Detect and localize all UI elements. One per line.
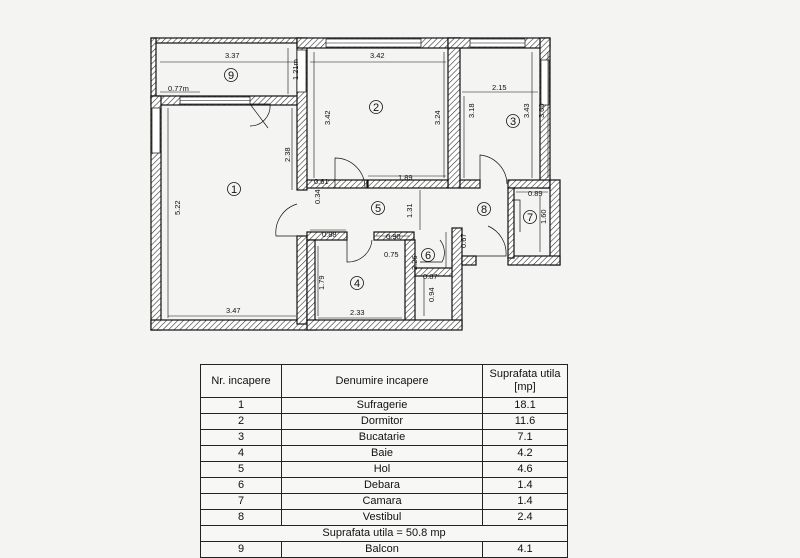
cell-nr: 4	[200, 445, 282, 462]
dim-label: 2.38	[283, 147, 292, 162]
cell-area: 18.1	[482, 397, 568, 414]
dim-label: 2.15	[492, 83, 507, 92]
header-room-number: Nr. incapere	[200, 364, 282, 398]
cell-name: Debara	[281, 477, 483, 494]
room-number-1: 1	[231, 184, 237, 196]
table-row: 8 Vestibul 2.4	[200, 509, 568, 526]
dim-label: 3.37	[225, 51, 240, 60]
dim-label: 3.42	[323, 110, 332, 125]
cell-name: Balcon	[281, 541, 483, 558]
dim-label: 3.42	[370, 51, 385, 60]
dim-label: 2.33	[350, 308, 365, 317]
room-number-3: 3	[510, 116, 516, 128]
dim-label: 0.67	[459, 233, 468, 248]
dim-label: 0.88	[322, 230, 337, 239]
cell-nr: 5	[200, 461, 282, 478]
dim-label: 3.24	[433, 110, 442, 125]
cell-nr: 9	[200, 541, 282, 558]
dim-label: 1.79	[317, 275, 326, 290]
room-number-7: 7	[527, 212, 533, 224]
room-number-5: 5	[375, 203, 381, 215]
table-row: 9 Balcon 4.1	[200, 541, 568, 558]
dim-label: 1.89	[398, 173, 413, 182]
table-header-row: Nr. incapere Denumire incapere Suprafata…	[200, 364, 568, 398]
dim-label: 0.90	[386, 232, 401, 241]
total-area: Suprafata utila = 50.8 mp	[200, 525, 568, 542]
cell-area: 4.6	[482, 461, 568, 478]
cell-area: 1.4	[482, 493, 568, 510]
table-row: 6 Debara 1.4	[200, 477, 568, 494]
cell-name: Bucatarie	[281, 429, 483, 446]
cell-name: Hol	[281, 461, 483, 478]
header-room-area: Suprafata utila [mp]	[482, 364, 568, 398]
dim-label: 1.31	[405, 203, 414, 218]
cell-area: 7.1	[482, 429, 568, 446]
cell-nr: 1	[200, 397, 282, 414]
cell-area: 1.4	[482, 477, 568, 494]
dim-label: 0.34	[313, 189, 322, 204]
table-row: 1 Sufragerie 18.1	[200, 397, 568, 414]
dim-label: 2.26	[410, 255, 419, 270]
dim-label: 5.22	[173, 200, 182, 215]
cell-name: Dormitor	[281, 413, 483, 430]
dim-label: 3.47	[226, 306, 241, 315]
table-row: 3 Bucatarie 7.1	[200, 429, 568, 446]
floor-plan: 3.37 1.21m 0.77m 3.42 3.42 3.24 2.15 3.1…	[150, 37, 561, 331]
room-number-6: 6	[425, 250, 431, 262]
table-row: 7 Camara 1.4	[200, 493, 568, 510]
dim-label: 0.94	[427, 287, 436, 302]
dim-label: 0.77m	[168, 84, 189, 93]
cell-name: Camara	[281, 493, 483, 510]
dim-label: 1.60	[539, 209, 548, 224]
room-numbers: 1 2 3 4 5 6 7 8 9	[224, 68, 537, 290]
cell-area: 4.2	[482, 445, 568, 462]
dim-label: 3.00	[537, 103, 546, 118]
room-number-9: 9	[228, 70, 234, 82]
cell-name: Baie	[281, 445, 483, 462]
room-number-4: 4	[354, 278, 360, 290]
header-room-name: Denumire incapere	[281, 364, 483, 398]
dimension-labels: 3.37 1.21m 0.77m 3.42 3.42 3.24 2.15 3.1…	[168, 51, 548, 317]
windows	[151, 38, 550, 154]
dim-label: 0.75	[384, 250, 399, 259]
cell-area: 2.4	[482, 509, 568, 526]
cell-nr: 8	[200, 509, 282, 526]
dimension-lines	[160, 48, 549, 319]
table-row: 5 Hol 4.6	[200, 461, 568, 478]
room-number-8: 8	[481, 204, 487, 216]
dim-label: 3.18	[467, 103, 476, 118]
dim-label: 0.87	[423, 272, 438, 281]
total-row: Suprafata utila = 50.8 mp	[200, 525, 568, 542]
dim-label: 1.21m	[291, 59, 300, 80]
table-row: 4 Baie 4.2	[200, 445, 568, 462]
cell-area: 11.6	[482, 413, 568, 430]
cell-nr: 6	[200, 477, 282, 494]
cell-nr: 3	[200, 429, 282, 446]
dim-label: 0.61	[314, 177, 329, 186]
dim-label: 0.89	[528, 189, 543, 198]
cell-area: 4.1	[482, 541, 568, 558]
doors	[249, 103, 521, 263]
dim-label: 3.43	[522, 103, 531, 118]
room-area-table: Nr. incapere Denumire incapere Suprafata…	[200, 364, 568, 558]
cell-name: Vestibul	[281, 509, 483, 526]
cell-nr: 7	[200, 493, 282, 510]
room-number-2: 2	[373, 102, 379, 114]
cell-name: Sufragerie	[281, 397, 483, 414]
table-row: 2 Dormitor 11.6	[200, 413, 568, 430]
cell-nr: 2	[200, 413, 282, 430]
